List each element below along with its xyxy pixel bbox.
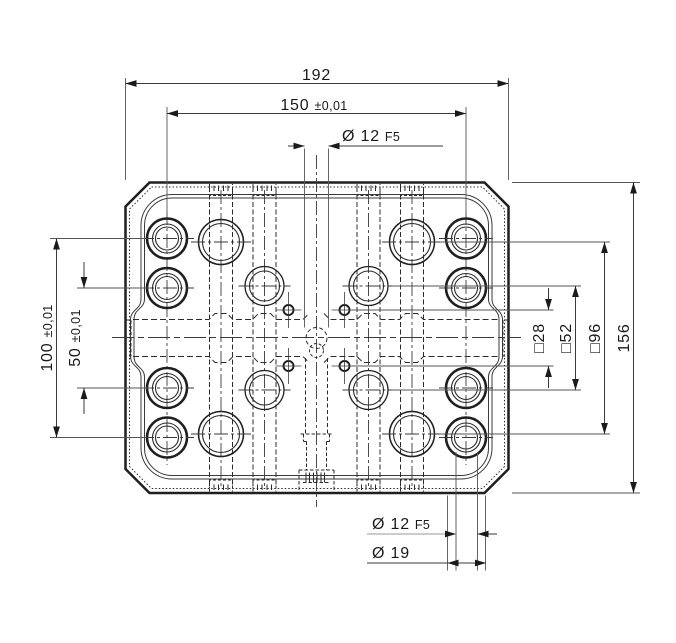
dimension-square-52: □52 bbox=[392, 285, 581, 391]
part-outline bbox=[124, 181, 510, 495]
dim-label-50: 50±0,01 bbox=[67, 309, 84, 367]
dim-label-d19: Ø 19 bbox=[372, 545, 410, 562]
dimension-counterbore: Ø 19 bbox=[367, 545, 486, 567]
dimension-overall-height: 156 bbox=[512, 182, 640, 494]
bottom-connector bbox=[298, 433, 335, 491]
dimension-row-spacing-100: 100±0,01 bbox=[39, 238, 146, 438]
counterbore-extension-lines bbox=[447, 452, 486, 571]
dimension-square-96: □96 bbox=[440, 241, 610, 435]
dimension-row-spacing-50: 50±0,01 bbox=[67, 262, 150, 414]
centerlines bbox=[112, 155, 521, 507]
dim-label-156: 156 bbox=[616, 323, 633, 352]
dim-label-100: 100±0,01 bbox=[39, 304, 56, 371]
dim-label-sq52: □52 bbox=[558, 323, 575, 353]
dimension-hole-spacing-150: 150±0,01 bbox=[166, 97, 467, 213]
dim-label-sq96: □96 bbox=[587, 323, 604, 353]
dim-label-150: 150±0,01 bbox=[280, 97, 347, 114]
center-bore bbox=[305, 327, 328, 434]
dim-label-192: 192 bbox=[302, 67, 331, 84]
tslot-band-top bbox=[133, 313, 500, 320]
pocket-wall-inner bbox=[133, 197, 500, 476]
pocket-wall-outer bbox=[130, 194, 503, 480]
dim-label-sq28: □28 bbox=[531, 323, 548, 353]
dimension-square-28: □28 bbox=[352, 288, 554, 388]
tslot-band-bottom bbox=[133, 356, 500, 363]
part-view bbox=[112, 155, 521, 507]
dimension-overall-width: 192 bbox=[125, 67, 509, 180]
